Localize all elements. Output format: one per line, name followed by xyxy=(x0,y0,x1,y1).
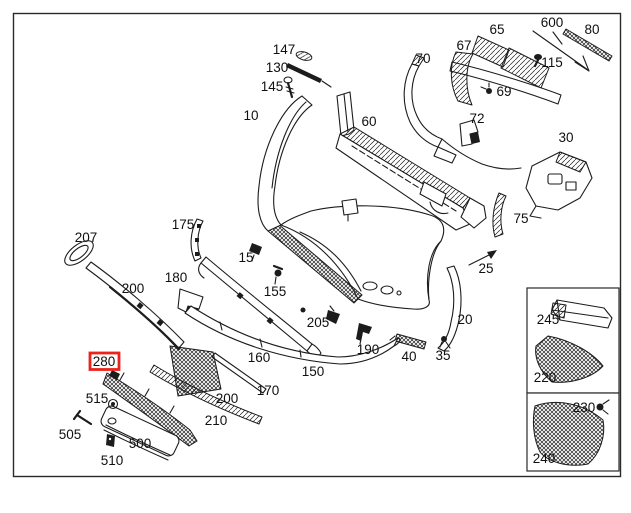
part-label-67[interactable]: 67 xyxy=(456,38,471,53)
part-label-500[interactable]: 500 xyxy=(129,436,152,451)
part-600-drawing xyxy=(532,30,590,72)
part-label-65[interactable]: 65 xyxy=(489,22,504,37)
part-label-150[interactable]: 150 xyxy=(302,364,325,379)
part-25-arrow xyxy=(468,250,497,266)
part-label-40[interactable]: 40 xyxy=(401,349,416,364)
part-230-drawing xyxy=(596,399,610,415)
part-label-230[interactable]: 230 xyxy=(573,400,596,415)
part-label-15[interactable]: 15 xyxy=(238,250,253,265)
part-label-515[interactable]: 515 xyxy=(86,391,109,406)
part-label-220[interactable]: 220 xyxy=(534,370,557,385)
part-130-drawing xyxy=(286,63,332,88)
part-20-drawing xyxy=(437,265,462,352)
part-label-505[interactable]: 505 xyxy=(59,427,82,442)
part-label-72[interactable]: 72 xyxy=(469,111,484,126)
part-label-115[interactable]: 115 xyxy=(541,55,563,70)
part-label-210[interactable]: 210 xyxy=(205,413,228,428)
part-190-drawing xyxy=(356,323,372,345)
part-505-drawing xyxy=(72,409,93,426)
part-72-drawing xyxy=(459,119,480,147)
part-160-drawing xyxy=(198,256,322,357)
part-label-175[interactable]: 175 xyxy=(172,217,195,232)
part-75-drawing xyxy=(492,192,507,238)
part-label-75[interactable]: 75 xyxy=(513,211,528,226)
part-label-145[interactable]: 145 xyxy=(261,79,284,94)
part-147-drawing xyxy=(295,51,313,61)
part-207-drawing xyxy=(64,240,94,266)
part-40-drawing xyxy=(389,333,427,350)
part-15-drawing xyxy=(249,243,262,262)
part-115-drawing xyxy=(533,54,542,68)
part-label-70[interactable]: 70 xyxy=(415,51,430,66)
part-280-drawing xyxy=(102,370,198,447)
part-label-200-upper[interactable]: 200 xyxy=(122,281,145,296)
part-label-69[interactable]: 69 xyxy=(496,84,511,99)
part-35-drawing xyxy=(439,336,451,349)
part-175-drawing xyxy=(190,218,204,262)
part-70-drawing xyxy=(403,54,522,170)
part-label-280-highlighted[interactable]: 280 xyxy=(93,354,116,369)
part-240-drawing xyxy=(532,402,605,466)
part-label-207[interactable]: 207 xyxy=(75,230,98,245)
part-label-205[interactable]: 205 xyxy=(307,315,330,330)
part-30-drawing xyxy=(525,151,593,219)
part-200-upper-drawing xyxy=(85,261,185,351)
part-515-drawing xyxy=(107,398,119,410)
part-150-drawing xyxy=(184,305,401,365)
part-65-drawing xyxy=(449,35,562,105)
part-220-drawing xyxy=(535,335,604,383)
part-label-600[interactable]: 600 xyxy=(541,15,564,30)
part-label-25[interactable]: 25 xyxy=(478,261,493,276)
part-label-190[interactable]: 190 xyxy=(357,342,380,357)
part-label-130[interactable]: 130 xyxy=(266,60,289,75)
part-10-drawing xyxy=(257,95,445,310)
part-155-drawing xyxy=(272,264,284,285)
part-label-510[interactable]: 510 xyxy=(101,453,124,468)
part-210-drawing xyxy=(149,364,263,425)
part-label-155[interactable]: 155 xyxy=(264,284,287,299)
part-label-60[interactable]: 60 xyxy=(361,114,376,129)
part-label-35[interactable]: 35 xyxy=(435,348,450,363)
part-145-drawing xyxy=(283,76,295,99)
part-67-drawing xyxy=(450,51,474,106)
part-label-147[interactable]: 147 xyxy=(273,42,296,57)
part-label-180[interactable]: 180 xyxy=(165,270,188,285)
part-label-160[interactable]: 160 xyxy=(248,350,271,365)
part-label-30[interactable]: 30 xyxy=(558,130,573,145)
part-245-drawing xyxy=(550,299,613,329)
part-80-drawing xyxy=(562,28,613,62)
part-label-170[interactable]: 170 xyxy=(257,383,280,398)
part-label-200-lower[interactable]: 200 xyxy=(216,391,239,406)
part-60-drawing xyxy=(335,91,487,231)
highlight-box-280[interactable] xyxy=(88,351,121,371)
part-label-10[interactable]: 10 xyxy=(243,108,258,123)
part-label-245[interactable]: 245 xyxy=(537,312,560,327)
part-label-20[interactable]: 20 xyxy=(457,312,472,327)
part-69-drawing xyxy=(480,82,492,94)
part-label-240[interactable]: 240 xyxy=(533,451,556,466)
part-510-drawing xyxy=(106,434,115,447)
part-label-80[interactable]: 80 xyxy=(584,22,599,37)
part-500-drawing xyxy=(100,405,180,461)
part-205-drawing xyxy=(300,305,340,324)
